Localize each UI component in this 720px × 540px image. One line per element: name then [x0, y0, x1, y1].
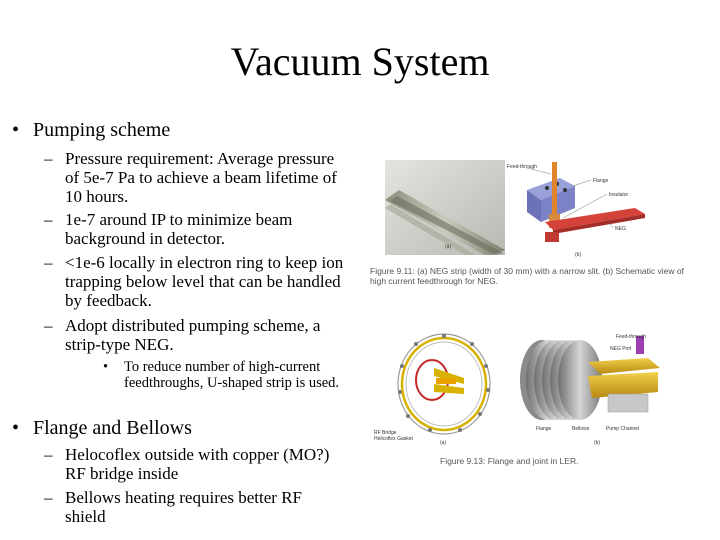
label-bellows: Bellows [572, 426, 590, 432]
bullet-text: Flange and Bellows [33, 417, 192, 439]
dash-symbol: – [44, 253, 53, 272]
bullet-symbol: • [12, 119, 20, 141]
label-neg: NEG [615, 226, 626, 232]
panel-label: (b) [594, 440, 600, 446]
bellows-drawing: Feed-through NEG Port Flange Bellows Pum… [508, 328, 668, 448]
slide-title: Vacuum System [230, 39, 490, 84]
label-flange: Flange [536, 426, 552, 432]
sub-bullet-helicoflex: – Helocoflex outside with copper (MO?) R… [44, 445, 344, 483]
flange-drawing: RF Bridge Helicoflex Gasket (a) [372, 328, 507, 448]
label-neg-port: NEG Port [610, 346, 632, 352]
bullet-symbol: • [12, 417, 20, 439]
feedthrough-schematic: Feed-through Flange Insulator NEG (b) [505, 160, 665, 260]
figure-913-caption: Figure 9.13: Flange and joint in LER. [440, 456, 579, 466]
label-rf-bridge: RF Bridge [374, 430, 397, 436]
sub-bullet-text: Bellows heating requires better RF shiel… [65, 488, 303, 526]
dash-symbol: – [44, 210, 53, 229]
label-pump-channel: Pump Channel [606, 426, 639, 432]
panel-label: (b) [575, 252, 581, 258]
panel-label: (a) [440, 440, 446, 446]
sub-bullet-bellows-heating: – Bellows heating requires better RF shi… [44, 488, 344, 526]
sub-bullet-text: Pressure requirement: Average pressure o… [65, 149, 337, 206]
sub-bullet-text: <1e-6 locally in electron ring to keep i… [65, 253, 344, 310]
sub-bullet-pressure: – Pressure requirement: Average pressure… [44, 149, 344, 206]
sub-bullet-text: Helocoflex outside with copper (MO?) RF … [65, 445, 330, 483]
label-helicoflex-gasket: Helicoflex Gasket [374, 436, 414, 442]
neg-strip-photo: (a) [385, 160, 505, 255]
label-insulator: Insulator [609, 192, 629, 198]
dash-symbol: – [44, 316, 53, 335]
sub-bullet-ip: – 1e-7 around IP to minimize beam backgr… [44, 210, 344, 248]
sub-bullet-neg: – Adopt distributed pumping scheme, a st… [44, 316, 344, 354]
sub-sub-bullet-u-strip: • To reduce number of high-current feedt… [103, 359, 348, 391]
sub-sub-bullet-text: To reduce number of high-current feedthr… [124, 359, 340, 391]
label-flange: Flange [593, 178, 609, 184]
panel-label: (a) [445, 244, 451, 250]
label-feed-through: Feed-through [616, 334, 646, 340]
dash-symbol: – [44, 488, 53, 507]
bullet-symbol: • [103, 359, 109, 375]
dash-symbol: – [44, 149, 53, 168]
caption-line-1: Figure 9.11: (a) NEG strip (width of 30 … [370, 266, 684, 276]
dash-symbol: – [44, 445, 53, 464]
label-feedthrough: Feed-through [507, 164, 537, 170]
sub-bullet-text: Adopt distributed pumping scheme, a stri… [65, 316, 321, 354]
feedthrough-rod [552, 162, 557, 222]
sub-bullet-ion-trapping: – <1e-6 locally in electron ring to keep… [44, 253, 344, 310]
figure-911-caption: Figure 9.11: (a) NEG strip (width of 30 … [370, 266, 684, 286]
caption-line-2: high current feedthrough for NEG. [370, 276, 499, 286]
sub-bullet-text: 1e-7 around IP to minimize beam backgrou… [65, 210, 293, 248]
bullet-text: Pumping scheme [33, 119, 171, 141]
